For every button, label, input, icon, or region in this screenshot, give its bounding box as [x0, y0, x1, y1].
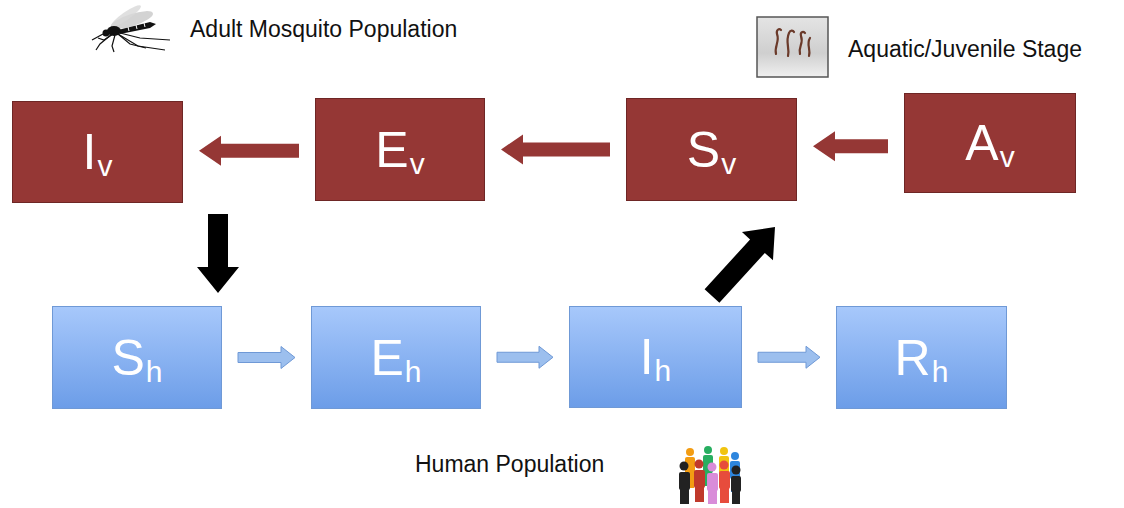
- state-subscript: v: [1000, 114, 1015, 173]
- state-symbol: S: [687, 125, 720, 175]
- state-box: Sv: [626, 98, 797, 201]
- people-icon: [679, 446, 741, 504]
- state-box: Ih: [569, 306, 742, 408]
- state-symbol: I: [640, 332, 654, 382]
- flow-arrow: [238, 347, 295, 369]
- state-subscript: h: [932, 328, 949, 387]
- state-box: Av: [904, 93, 1076, 193]
- caption-label: Adult Mosquito Population: [190, 17, 457, 42]
- flow-arrow: [501, 135, 610, 165]
- flow-arrow: [813, 131, 888, 161]
- caption-label: Human Population: [415, 452, 604, 477]
- flow-arrow: [705, 227, 775, 303]
- state-symbol: S: [111, 333, 144, 383]
- state-box: Iv: [12, 101, 183, 203]
- state-symbol: E: [375, 125, 408, 175]
- state-box: Eh: [311, 306, 481, 409]
- caption-label: Aquatic/Juvenile Stage: [848, 37, 1082, 62]
- state-box: Sh: [52, 306, 222, 409]
- state-symbol: R: [895, 333, 931, 383]
- flow-arrow: [758, 346, 820, 368]
- state-subscript: v: [721, 120, 736, 179]
- state-subscript: h: [146, 328, 163, 387]
- flow-arrow: [199, 136, 299, 166]
- state-box: Ev: [315, 98, 485, 201]
- state-symbol: A: [965, 118, 998, 168]
- flow-arrow: [197, 214, 239, 293]
- state-subscript: h: [405, 328, 422, 387]
- larva-photo: [757, 17, 828, 77]
- mosquito-icon: [92, 2, 170, 52]
- state-subscript: v: [97, 123, 112, 182]
- state-subscript: v: [410, 120, 425, 179]
- state-symbol: E: [370, 333, 403, 383]
- state-symbol: I: [83, 127, 97, 177]
- flow-arrow: [497, 346, 553, 368]
- state-box: Rh: [836, 306, 1007, 409]
- state-subscript: h: [655, 328, 672, 387]
